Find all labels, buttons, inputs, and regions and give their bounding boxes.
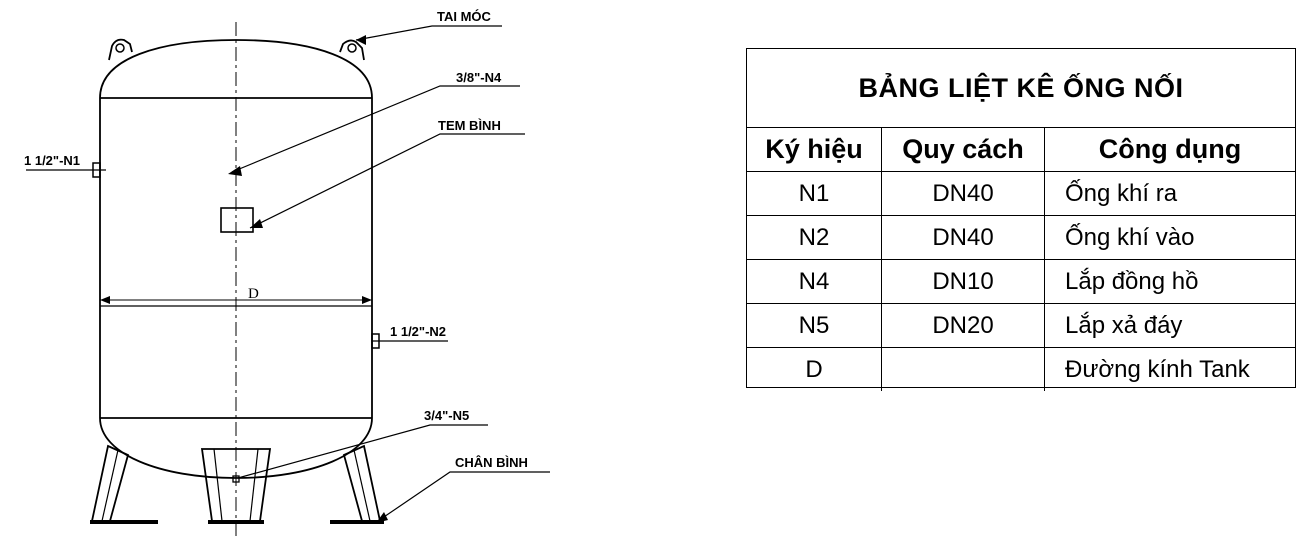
label-tem-binh: TEM BÌNH	[438, 118, 501, 133]
cell-purpose: Ống khí vào	[1065, 223, 1195, 251]
cell-symbol: N5	[747, 304, 882, 347]
table-row: N2 DN40 Ống khí vào	[747, 216, 1295, 260]
cell-spec: DN10	[882, 260, 1045, 303]
header-symbol: Ký hiệu	[747, 128, 882, 171]
lug-hole-right	[347, 43, 357, 53]
header-spec: Quy cách	[882, 128, 1045, 171]
label-n5: 3/4"-N5	[424, 408, 469, 423]
leader-n5	[237, 424, 488, 479]
dimension-label-d: D	[248, 286, 259, 302]
cell-symbol: N2	[747, 216, 882, 259]
label-chan-binh: CHÂN BÌNH	[455, 455, 528, 470]
cell-spec: DN40	[882, 172, 1045, 215]
cell-symbol: N1	[747, 172, 882, 215]
cell-symbol: D	[747, 348, 882, 391]
cell-purpose: Lắp xả đáy	[1065, 311, 1183, 339]
label-n1: 1 1/2"-N1	[24, 153, 80, 168]
lug-hole-left	[115, 43, 125, 53]
cell-purpose: Đường kính Tank	[1065, 355, 1250, 383]
label-n4: 3/8"-N4	[456, 70, 502, 85]
table-row: N1 DN40 Ống khí ra	[747, 172, 1295, 216]
leader-chan-binh	[377, 471, 550, 522]
tank-drawing: TAI MÓC 3/8"-N4 TEM BÌNH 1 1/2"-N1 1 1/2…	[24, 9, 550, 536]
leader-tai-moc	[355, 25, 502, 41]
lifting-lug-right	[339, 39, 365, 61]
leader-tem-binh	[249, 133, 525, 229]
cell-purpose: Lắp đồng hồ	[1065, 267, 1199, 295]
cell-symbol: N4	[747, 260, 882, 303]
connection-table: BẢNG LIỆT KÊ ỐNG NỐI Ký hiệu Quy cách Cô…	[746, 48, 1296, 391]
label-n2: 1 1/2"-N2	[390, 324, 446, 339]
header-purpose: Công dụng	[1098, 134, 1242, 164]
table-row: D Đường kính Tank	[747, 348, 1295, 391]
table-row: N5 DN20 Lắp xả đáy	[747, 304, 1295, 348]
cell-spec: DN20	[882, 304, 1045, 347]
table-header-row: Ký hiệu Quy cách Công dụng	[747, 128, 1295, 172]
cell-purpose: Ống khí ra	[1065, 179, 1178, 207]
table-title: BẢNG LIỆT KÊ ỐNG NỐI	[747, 49, 1295, 128]
cell-spec: DN40	[882, 216, 1045, 259]
table-row: N4 DN10 Lắp đồng hồ	[747, 260, 1295, 304]
leader-n4	[231, 85, 520, 173]
label-tai-moc: TAI MÓC	[437, 9, 492, 24]
lifting-lug-left	[108, 38, 133, 61]
drain-n5	[232, 475, 240, 483]
nameplate	[220, 207, 254, 233]
cell-spec	[882, 348, 1045, 391]
